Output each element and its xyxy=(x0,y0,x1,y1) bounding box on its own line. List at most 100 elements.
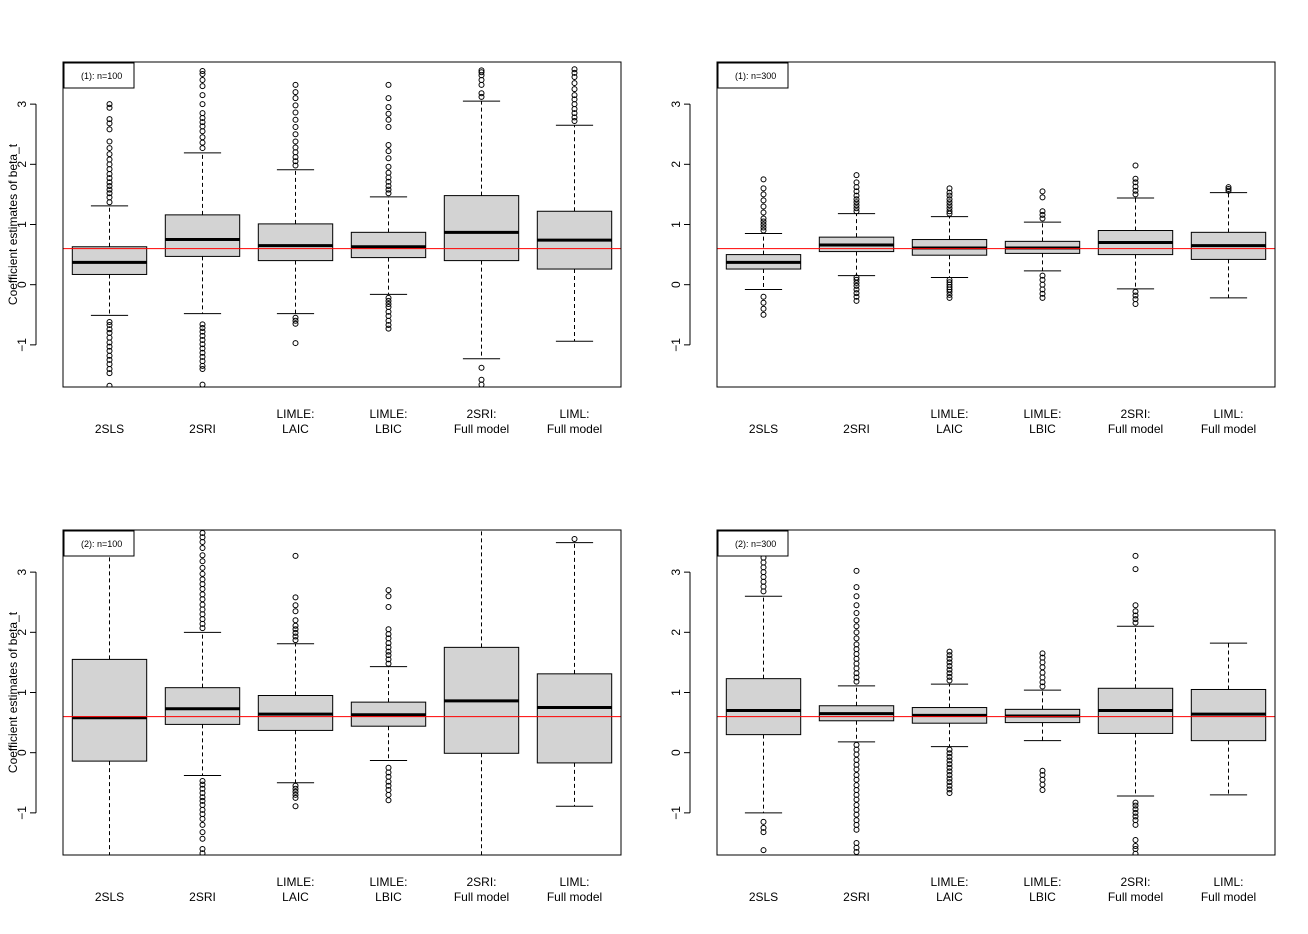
legend-text: (2): n=100 xyxy=(81,539,122,549)
x-category-label: LAIC xyxy=(282,890,309,904)
outlier-point xyxy=(1039,215,1046,222)
plot-frame xyxy=(716,529,1276,856)
y-tick-label: 1 xyxy=(669,221,683,228)
outlier-point xyxy=(199,110,206,117)
outlier-point xyxy=(1039,664,1046,671)
outlier-point xyxy=(853,839,860,846)
outlier-point xyxy=(946,208,953,215)
box-6 xyxy=(1190,184,1267,299)
y-axis-title: Coefficient estimates of beta_t xyxy=(6,143,20,305)
outlier-point xyxy=(853,806,860,813)
outlier-point xyxy=(571,101,578,108)
outlier-point xyxy=(106,116,113,123)
outlier-point xyxy=(1039,781,1046,788)
outlier-point xyxy=(199,77,206,84)
outlier-point xyxy=(946,677,953,684)
outlier-point xyxy=(853,282,860,289)
outlier-point xyxy=(199,328,206,335)
outlier-point xyxy=(853,172,860,179)
legend: (2): n=300 xyxy=(717,530,789,557)
outlier-point xyxy=(106,179,113,186)
outlier-point xyxy=(199,625,206,632)
outlier-point xyxy=(292,158,299,165)
outlier-point xyxy=(571,86,578,93)
outlier-point xyxy=(385,294,392,301)
outlier-point xyxy=(385,317,392,324)
outlier-point xyxy=(853,821,860,828)
outlier-point xyxy=(292,785,299,792)
x-category-label: LIMLE: xyxy=(276,875,314,889)
outlier-point xyxy=(946,294,953,301)
x-category-label: 2SRI: xyxy=(466,875,496,889)
outlier-point xyxy=(1039,188,1046,195)
outlier-point xyxy=(571,536,578,543)
outlier-point xyxy=(853,791,860,798)
outlier-point xyxy=(199,845,206,852)
outlier-point xyxy=(1132,802,1139,809)
outlier-point xyxy=(292,320,299,327)
outlier-point xyxy=(199,596,206,603)
outlier-point xyxy=(106,182,113,189)
outlier-point xyxy=(1132,619,1139,626)
outlier-point xyxy=(571,74,578,81)
legend: (1): n=300 xyxy=(717,62,789,89)
outlier-point xyxy=(853,293,860,300)
outlier-point xyxy=(199,534,206,541)
outlier-point xyxy=(760,299,767,306)
outlier-point xyxy=(853,623,860,630)
outlier-point xyxy=(385,116,392,123)
outlier-point xyxy=(853,844,860,851)
box-3 xyxy=(911,648,988,797)
outlier-point xyxy=(199,325,206,332)
outlier-point xyxy=(106,352,113,359)
outlier-point xyxy=(385,593,392,600)
outlier-point xyxy=(571,80,578,87)
outlier-point xyxy=(946,196,953,203)
outlier-point xyxy=(946,775,953,782)
y-tick-label: −1 xyxy=(669,806,683,820)
outlier-point xyxy=(385,778,392,785)
outlier-point xyxy=(199,341,206,348)
outlier-point xyxy=(760,559,767,566)
legend-text: (1): n=100 xyxy=(81,71,122,81)
outlier-point xyxy=(106,199,113,206)
outlier-point xyxy=(385,325,392,332)
outlier-point xyxy=(199,835,206,842)
outlier-point xyxy=(760,305,767,312)
outlier-point xyxy=(385,656,392,663)
outlier-point xyxy=(1039,659,1046,666)
outlier-point xyxy=(946,199,953,206)
outlier-point xyxy=(1132,183,1139,190)
outlier-point xyxy=(853,297,860,304)
outlier-point xyxy=(853,766,860,773)
x-category-label: LAIC xyxy=(282,422,309,436)
outlier-point xyxy=(292,95,299,102)
outlier-point xyxy=(478,364,485,371)
x-category-label: LIML: xyxy=(1213,407,1243,421)
outlier-point xyxy=(199,785,206,792)
outlier-point xyxy=(478,69,485,76)
outlier-point xyxy=(106,126,113,133)
x-category-label: Full model xyxy=(454,422,509,436)
outlier-point xyxy=(385,797,392,804)
outlier-point xyxy=(199,797,206,804)
x-category-label: 2SLS xyxy=(749,890,778,904)
outlier-point xyxy=(292,626,299,633)
outlier-point xyxy=(946,291,953,298)
x-category-label: Full model xyxy=(547,890,602,904)
outlier-point xyxy=(385,182,392,189)
outlier-point xyxy=(199,337,206,344)
box-3 xyxy=(257,81,334,347)
outlier-point xyxy=(199,585,206,592)
outlier-point xyxy=(292,116,299,123)
outlier-point xyxy=(385,769,392,776)
outlier-point xyxy=(106,326,113,333)
outlier-point xyxy=(385,308,392,315)
plot-frame xyxy=(62,529,622,856)
outlier-point xyxy=(571,69,578,76)
outlier-point xyxy=(385,186,392,193)
outlier-point xyxy=(1132,845,1139,852)
outlier-point xyxy=(199,576,206,583)
